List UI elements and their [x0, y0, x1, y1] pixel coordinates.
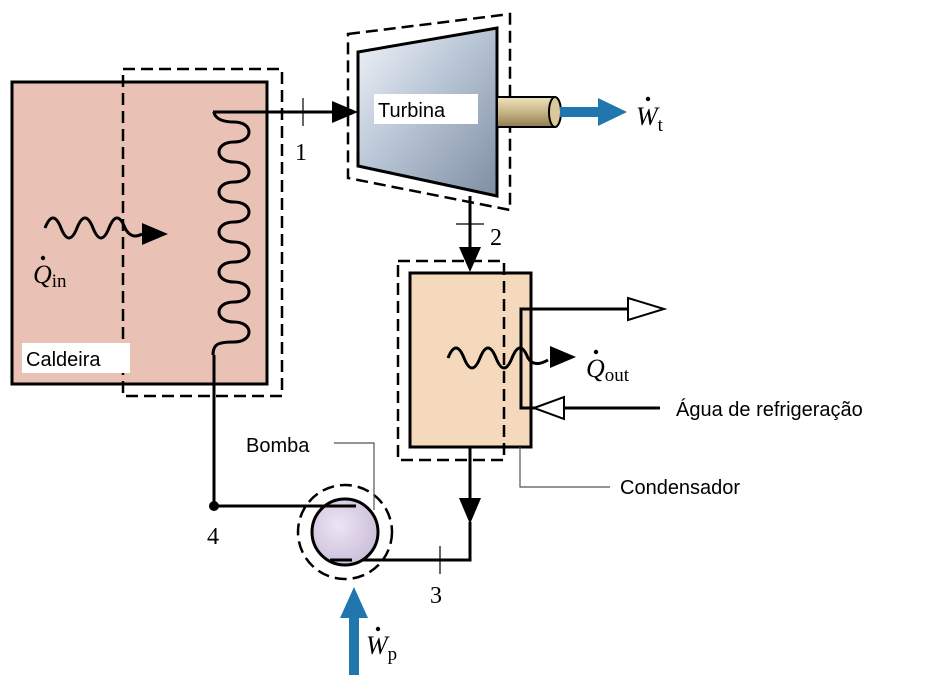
turbine-work-label: Wt [636, 102, 664, 136]
boiler-box [10, 80, 269, 386]
cooling-water-label: Água de refrigeração [676, 398, 863, 421]
state-4-label: 4 [207, 524, 219, 550]
turbine-control-volume [346, 12, 512, 212]
pipe-to-pump-outlet [352, 522, 472, 562]
pipe-3-arrowhead [459, 498, 481, 524]
state-2-label: 2 [490, 225, 502, 251]
heat-out-label: Qout [586, 354, 630, 386]
state-4-node [209, 501, 219, 511]
cooling-water-out-arrowhead [627, 296, 668, 322]
heat-in-squiggle [43, 216, 143, 240]
condenser-control-volume [396, 259, 506, 462]
cooling-water-tube [519, 307, 632, 410]
turbine-shaft-end [548, 96, 562, 128]
boiler-control-volume [121, 67, 284, 398]
pump-label: Bomba [246, 435, 310, 457]
heat-in-arrowhead [142, 223, 168, 245]
boiler-coil [211, 111, 251, 356]
turbine-label: Turbina [378, 100, 446, 122]
turbine-work-dot [645, 96, 651, 102]
heat-in-dot [40, 255, 46, 261]
pump-control-volume [296, 483, 394, 581]
pipe-2-arrowhead [459, 247, 481, 272]
state-3-label: 3 [430, 583, 442, 609]
heat-out-arrowhead [550, 346, 576, 368]
pump-work-dot [375, 626, 381, 632]
pump-work-label: Wp [366, 631, 397, 665]
pipe-1-arrowhead [332, 101, 358, 123]
pump-work-arrow-shaft [349, 614, 359, 675]
turbine-work-arrowhead [598, 98, 627, 126]
pump-body [310, 497, 380, 567]
condenser-box [408, 271, 533, 449]
heat-in-label: Qin [33, 260, 67, 292]
boiler-label: Caldeira [26, 349, 101, 371]
turbine-shaft [496, 96, 556, 128]
heat-out-dot [593, 349, 599, 355]
pump-leader-line [334, 442, 375, 510]
pump-work-arrowhead [340, 587, 368, 618]
turbine-label-bg [374, 94, 478, 124]
condenser-leader-line [519, 447, 610, 488]
cooling-water-in-arrowhead [531, 395, 565, 421]
state-1-label: 1 [295, 140, 307, 166]
turbine-work-arrow-shaft [560, 107, 602, 117]
boiler-label-bg [22, 343, 130, 373]
heat-out-squiggle [446, 346, 549, 370]
condenser-label: Condensador [620, 477, 740, 499]
